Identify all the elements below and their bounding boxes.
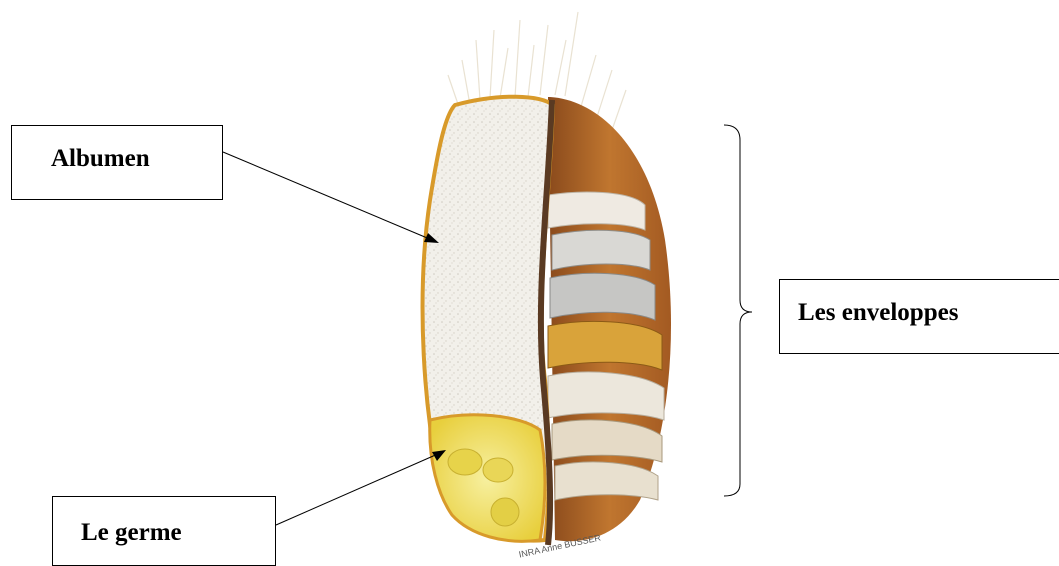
envelopes-bracket: [724, 125, 752, 496]
germ-embryo-1: [448, 449, 482, 475]
enveloppes-label: Les enveloppes: [798, 299, 958, 327]
envelope-layers: [548, 192, 664, 500]
germe-label: Le germe: [81, 519, 182, 547]
albumen-label: Albumen: [51, 145, 150, 173]
germ-embryo-3: [491, 498, 519, 526]
enveloppes-label-box: Les enveloppes: [779, 279, 1059, 354]
albumen-pointer: [223, 152, 432, 240]
albumen-label-box: Albumen: [11, 125, 223, 200]
germ-embryo-2: [483, 458, 513, 482]
germe-pointer: [276, 453, 440, 525]
germe-label-box: Le germe: [52, 496, 276, 566]
